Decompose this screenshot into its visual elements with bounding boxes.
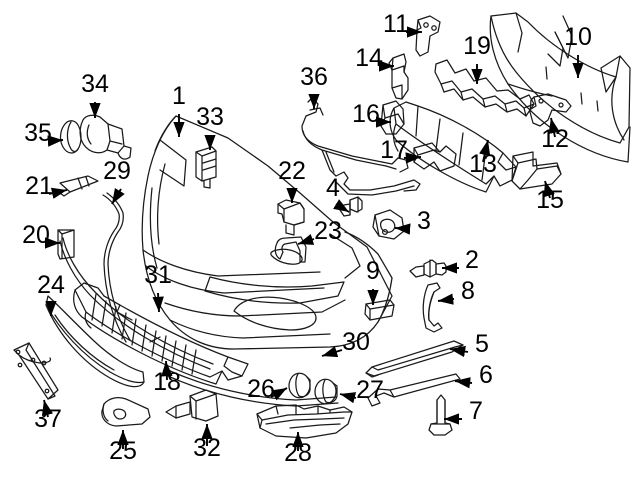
part-filler-pad bbox=[380, 100, 405, 135]
callout-labels: 1 2 3 4 5 6 7 8 9 10 11 12 13 14 15 16 1… bbox=[22, 10, 592, 467]
callout-arrows bbox=[41, 26, 584, 451]
part-license-plate-bracket bbox=[13, 342, 59, 400]
callout-label-26: 26 bbox=[247, 375, 275, 403]
part-side-rail-lower bbox=[367, 373, 461, 407]
callout-label-28: 28 bbox=[284, 439, 312, 467]
part-tow-hook-cover bbox=[364, 299, 395, 321]
callout-label-3: 3 bbox=[417, 207, 431, 235]
callout-label-34: 34 bbox=[81, 70, 109, 98]
callout-label-21: 21 bbox=[25, 172, 53, 200]
callout-label-27: 27 bbox=[356, 376, 384, 404]
callout-label-22: 22 bbox=[278, 157, 306, 185]
part-spoiler-lip-molding bbox=[45, 295, 145, 388]
part-clip-strip bbox=[59, 175, 99, 197]
part-bracket-lower-side bbox=[511, 151, 562, 190]
callout-label-10: 10 bbox=[564, 23, 592, 51]
callout-label-5: 5 bbox=[475, 330, 489, 358]
callout-label-31: 31 bbox=[144, 261, 172, 289]
part-bracket-mount bbox=[529, 93, 572, 127]
part-bracket-small-upper bbox=[415, 15, 441, 57]
part-wiring-harness bbox=[301, 97, 421, 196]
part-impact-bar-reinforcement bbox=[489, 12, 631, 163]
part-side-rail-upper bbox=[365, 340, 464, 378]
callout-label-20: 20 bbox=[22, 221, 50, 249]
part-park-distance-sensor bbox=[79, 114, 132, 160]
callout-label-18: 18 bbox=[153, 368, 181, 396]
callout-label-33: 33 bbox=[196, 103, 224, 131]
part-tow-eye-cover-cap bbox=[101, 397, 151, 427]
callout-label-15: 15 bbox=[536, 186, 564, 214]
part-sensor-cap bbox=[59, 120, 82, 154]
part-upper-tie-bar-trim bbox=[434, 59, 535, 117]
part-bolt-flange bbox=[409, 259, 447, 278]
part-grommet-a bbox=[288, 372, 311, 399]
callout-label-35: 35 bbox=[24, 119, 52, 147]
part-energy-absorber bbox=[389, 101, 517, 193]
callout-label-30: 30 bbox=[342, 328, 370, 356]
callout-label-25: 25 bbox=[109, 437, 137, 465]
part-center-molding-strip bbox=[59, 237, 214, 370]
callout-label-4: 4 bbox=[326, 174, 340, 202]
callout-label-9: 9 bbox=[366, 257, 380, 285]
part-bracket-tow-eye bbox=[372, 209, 405, 240]
part-stud-pin bbox=[339, 196, 363, 217]
part-sensor-module bbox=[195, 146, 217, 189]
callout-label-16: 16 bbox=[352, 100, 380, 128]
part-bracket-curved bbox=[422, 282, 443, 333]
part-grommet-b bbox=[314, 378, 338, 405]
callout-label-7: 7 bbox=[469, 397, 483, 425]
part-sensor-retainer-screw bbox=[165, 389, 219, 422]
callout-label-19: 19 bbox=[463, 32, 491, 60]
callout-label-1: 1 bbox=[172, 82, 186, 110]
part-bracket-side-upper bbox=[388, 53, 409, 100]
callout-label-6: 6 bbox=[479, 361, 493, 389]
part-spacer-pad bbox=[57, 229, 75, 260]
callout-label-14: 14 bbox=[355, 44, 383, 72]
callout-label-8: 8 bbox=[461, 277, 475, 305]
callout-label-37: 37 bbox=[34, 405, 62, 433]
callout-label-13: 13 bbox=[469, 150, 497, 178]
callout-label-17: 17 bbox=[380, 136, 408, 164]
callout-label-29: 29 bbox=[103, 157, 131, 185]
part-bracket-retainer bbox=[277, 199, 305, 236]
callout-label-32: 32 bbox=[193, 434, 221, 462]
part-push-pin-rivet bbox=[428, 394, 453, 436]
callout-label-12: 12 bbox=[541, 125, 569, 153]
callout-label-11: 11 bbox=[383, 10, 409, 38]
callout-label-23: 23 bbox=[314, 217, 342, 245]
callout-label-36: 36 bbox=[300, 63, 328, 91]
callout-label-2: 2 bbox=[465, 246, 479, 274]
callout-label-24: 24 bbox=[37, 271, 65, 299]
part-side-molding-strip bbox=[102, 192, 131, 343]
part-clip-hook bbox=[274, 236, 307, 263]
part-lower-air-deflector bbox=[256, 404, 353, 439]
part-front-bumper-cover bbox=[141, 115, 393, 350]
